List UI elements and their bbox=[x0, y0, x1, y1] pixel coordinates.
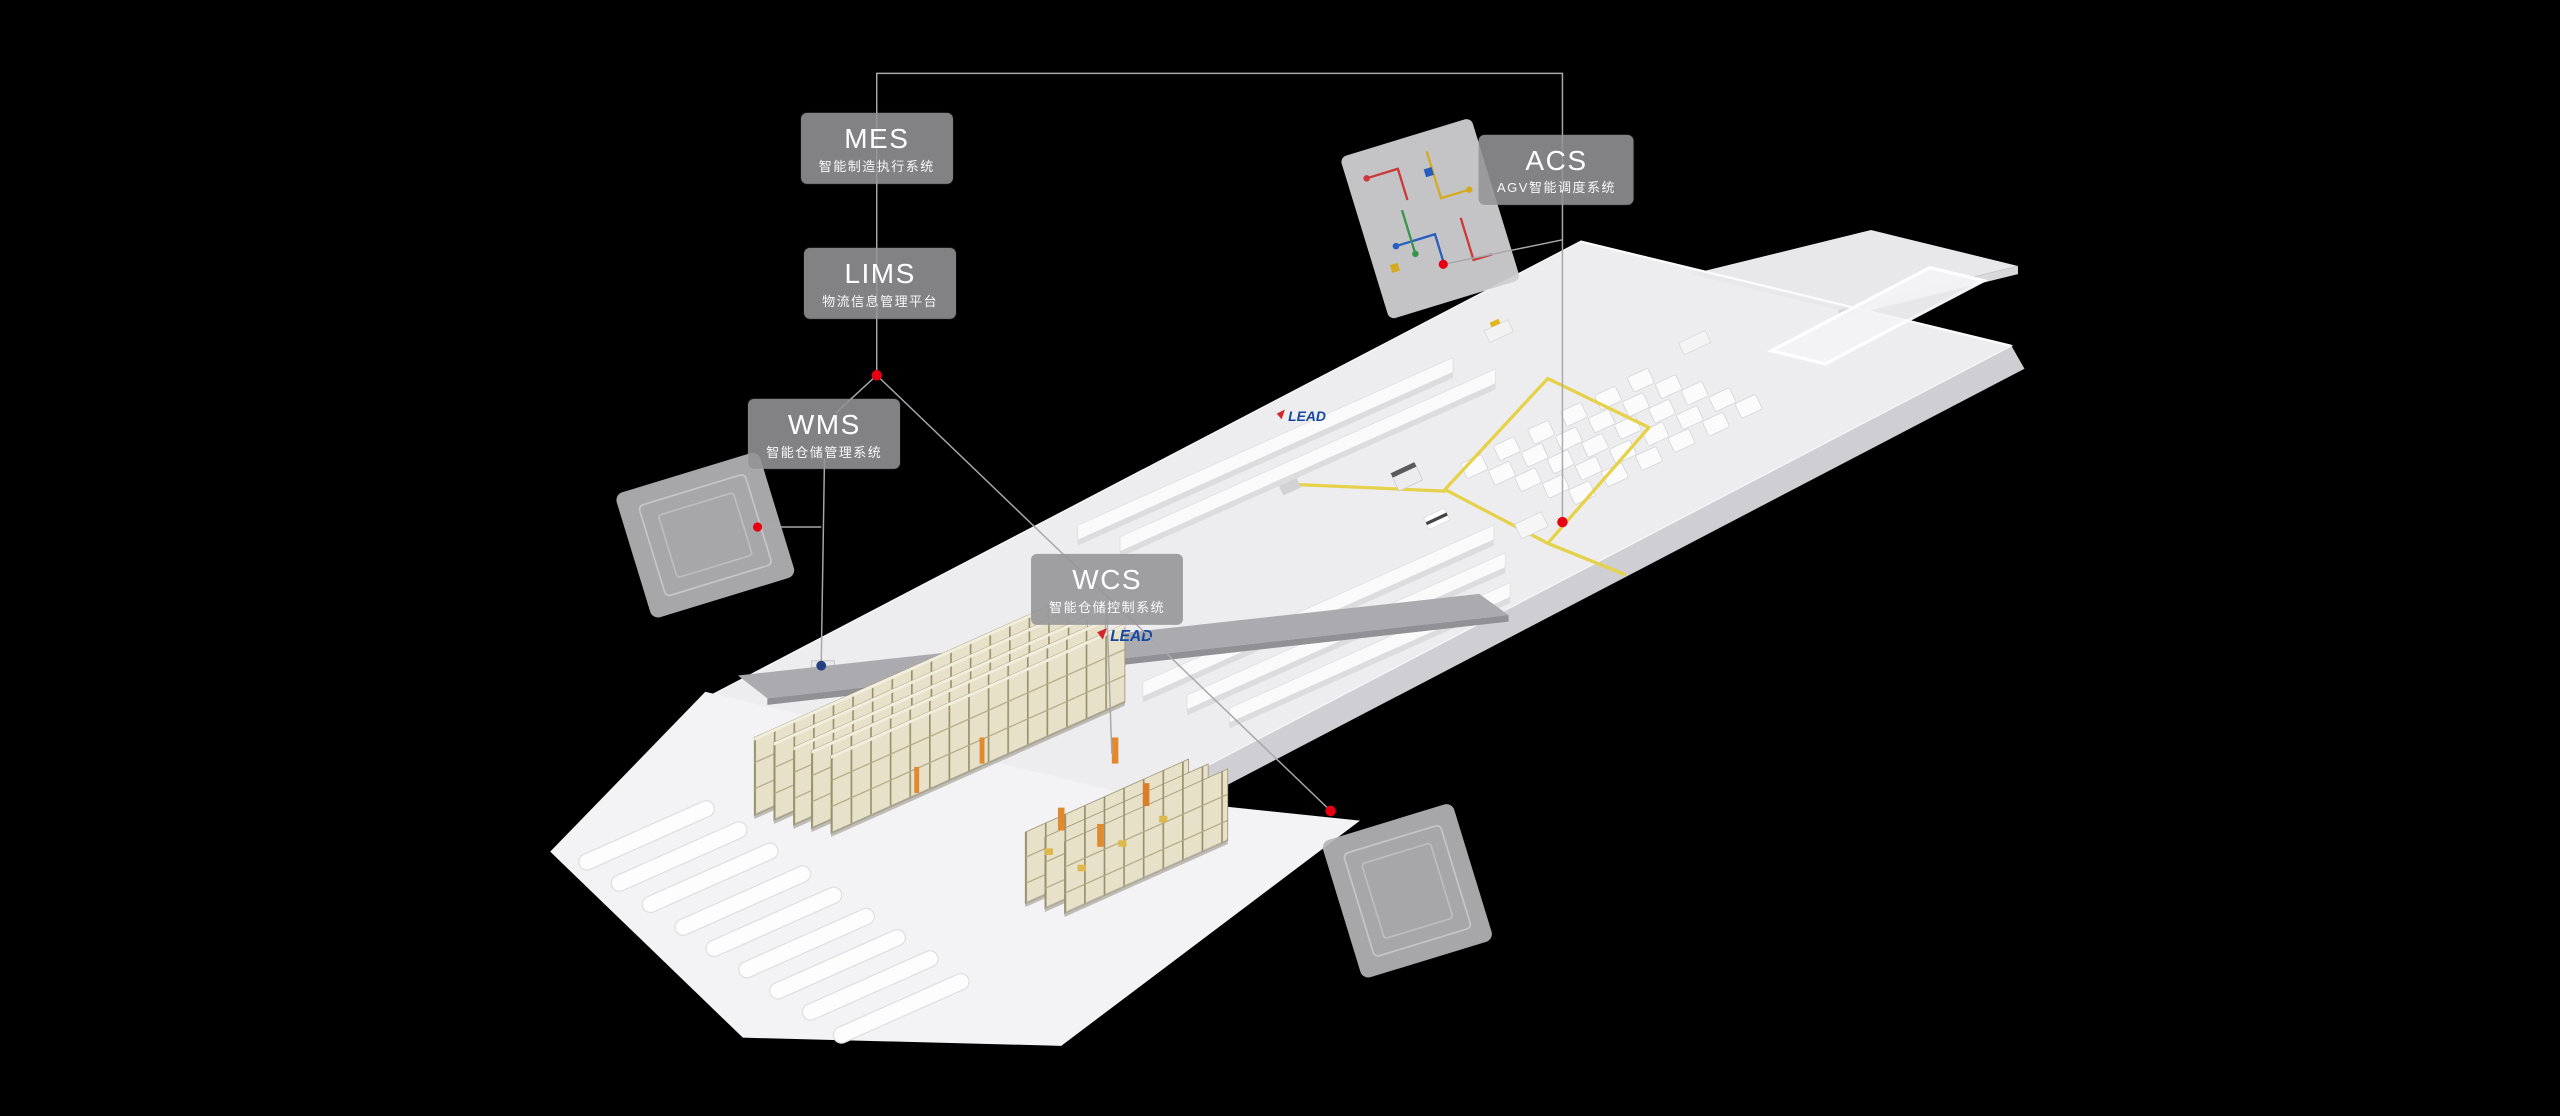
label-mes-subtitle: 智能制造执行系统 bbox=[818, 158, 935, 174]
label-mes: MES 智能制造执行系统 bbox=[800, 113, 953, 184]
label-acs: ACS AGV智能调度系统 bbox=[1478, 134, 1634, 205]
agv-and-equipment bbox=[780, 318, 1712, 691]
connection-nodes bbox=[752, 259, 1568, 817]
node-dot-red bbox=[1325, 805, 1336, 817]
label-wms-subtitle: 智能仓储管理系统 bbox=[766, 444, 883, 460]
label-acs-subtitle: AGV智能调度系统 bbox=[1496, 179, 1616, 195]
label-lims: LIMS 物流信息管理平台 bbox=[804, 248, 957, 319]
node-dot-red bbox=[752, 522, 763, 532]
logo-text: LEAD bbox=[1288, 408, 1326, 424]
label-wms-title: WMS bbox=[787, 408, 861, 440]
node-dot-red bbox=[871, 370, 882, 381]
logo-text: LEAD bbox=[1110, 628, 1152, 645]
warehouse-racks bbox=[753, 605, 1229, 917]
label-wms: WMS 智能仓储管理系统 bbox=[748, 398, 901, 470]
lead-logo: LEAD bbox=[1276, 408, 1326, 424]
logo-mark-icon bbox=[1097, 628, 1107, 640]
node-dot-blue bbox=[816, 660, 827, 671]
label-acs-title: ACS bbox=[1525, 144, 1588, 176]
stacker-cranes bbox=[914, 737, 1168, 872]
label-wcs-subtitle: 智能仓储控制系统 bbox=[1049, 599, 1166, 615]
label-lims-title: LIMS bbox=[844, 258, 916, 290]
lead-logo: LEAD bbox=[1097, 628, 1152, 645]
wms-screen-panel bbox=[616, 452, 795, 618]
dashboard-panel bbox=[1322, 804, 1492, 978]
label-mes-title: MES bbox=[844, 123, 910, 155]
label-wcs: WCS 智能仓储控制系统 bbox=[1031, 554, 1184, 625]
node-dot-red bbox=[1557, 516, 1568, 528]
label-lims-subtitle: 物流信息管理平台 bbox=[822, 293, 939, 309]
acs-circuit-panel bbox=[1341, 119, 1519, 319]
logo-mark-icon bbox=[1276, 409, 1285, 420]
node-dot-red bbox=[1438, 259, 1448, 269]
ground-apron bbox=[550, 691, 1360, 1046]
conveyor-rollers bbox=[578, 800, 970, 1044]
label-wcs-title: WCS bbox=[1072, 564, 1143, 596]
